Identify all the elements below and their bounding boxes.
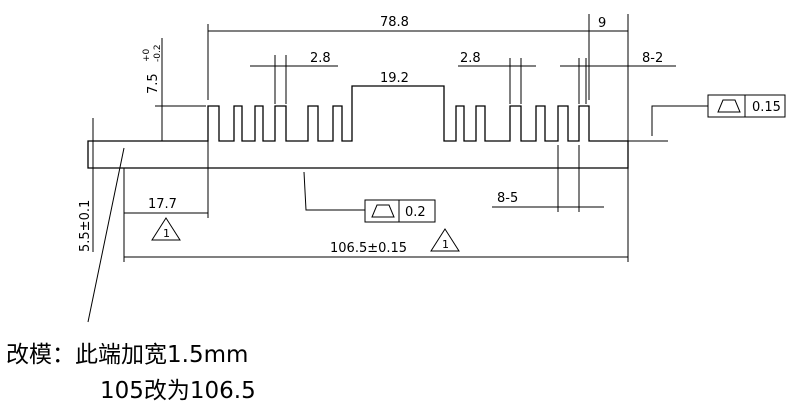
flatness-symbol-top — [717, 99, 741, 113]
leader-note — [87, 147, 125, 323]
triangle-mark-right — [430, 228, 460, 252]
flatness-value-top: 0.15 — [752, 100, 781, 115]
dim-19-2: 19.2 — [380, 71, 409, 86]
dim-2-8-right: 2.8 — [460, 51, 481, 66]
triangle-mark-left-num: 1 — [163, 227, 170, 240]
dim-8-2: 8-2 — [642, 51, 663, 66]
note-line-2: 105改为106.5 — [100, 378, 256, 404]
dim-7-5: 7.5 — [146, 73, 161, 94]
leader-flatness-bottom — [303, 171, 365, 211]
dim-2-8-left: 2.8 — [310, 51, 331, 66]
flatness-frame-top — [707, 94, 786, 118]
dim-5-5: 5.5±0.1 — [78, 200, 93, 252]
triangle-mark-left — [151, 217, 181, 241]
profile-outline — [87, 85, 629, 169]
flatness-value-bottom: 0.2 — [405, 205, 426, 220]
triangle-mark-right-num: 1 — [442, 238, 449, 251]
dim-7-5-tol-plus: +0 — [142, 48, 152, 62]
note-line-1: 改模：此端加宽1.5mm — [6, 342, 248, 368]
dim-7-5-tol-minus: -0.2 — [153, 44, 163, 62]
flatness-symbol-bottom — [371, 204, 395, 218]
dim-78-8: 78.8 — [380, 15, 409, 30]
flatness-frame-bottom — [364, 199, 436, 223]
dim-8-5: 8-5 — [497, 191, 518, 206]
dim-9: 9 — [598, 16, 606, 31]
dim-17-7: 17.7 — [148, 197, 177, 212]
leader-flatness-top — [651, 105, 708, 136]
dim-106-5: 106.5±0.15 — [330, 241, 407, 256]
